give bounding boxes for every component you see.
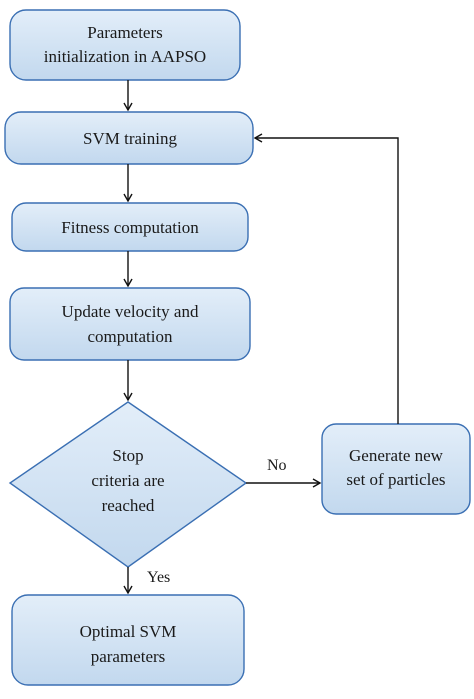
node-svm-training: SVM training <box>4 111 254 165</box>
node-parameters-initialization-line-2: initialization in AAPSO <box>44 47 206 66</box>
node-generate-particles-line-2: set of particles <box>346 470 445 489</box>
node-update-velocity-line-2: computation <box>88 327 173 346</box>
node-optimal-svm-parameters-line-1: Optimal SVM <box>80 622 177 641</box>
node-update-velocity-line-1: Update velocity and <box>62 302 199 321</box>
node-stop-criteria-decision: Stop criteria are reached <box>8 401 248 568</box>
edge-label-no: No <box>267 457 287 474</box>
edge-label-yes: Yes <box>147 569 170 586</box>
edge-generate-feedback-to-svm-training <box>253 133 399 424</box>
node-fitness-computation: Fitness computation <box>11 202 249 252</box>
node-fitness-computation-label: Fitness computation <box>61 218 199 237</box>
node-generate-particles: Generate new set of particles <box>321 423 471 515</box>
node-generate-particles-line-1: Generate new <box>349 446 444 465</box>
node-stop-criteria-line-2: criteria are <box>91 471 164 490</box>
node-svm-training-label: SVM training <box>83 129 177 148</box>
node-update-velocity: Update velocity and computation <box>9 287 251 361</box>
node-parameters-initialization: Parameters initialization in AAPSO <box>9 9 241 81</box>
node-parameters-initialization-line-1: Parameters <box>87 23 163 42</box>
node-stop-criteria-line-1: Stop <box>112 446 143 465</box>
node-optimal-svm-parameters: Optimal SVM parameters <box>11 594 245 686</box>
node-stop-criteria-line-3: reached <box>102 496 155 515</box>
node-optimal-svm-parameters-line-2: parameters <box>91 647 166 666</box>
